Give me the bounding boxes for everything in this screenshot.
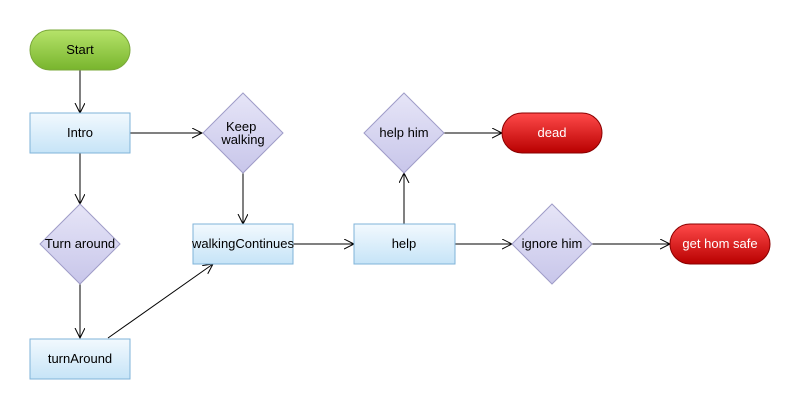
dead-terminal-shape bbox=[501, 112, 603, 154]
turn-around-decision-label: Turn around bbox=[45, 236, 115, 251]
ignore-him-decision-shape bbox=[511, 203, 593, 285]
node-get-home-safe[interactable]: get hom safe bbox=[669, 223, 771, 265]
intro-label: Intro bbox=[67, 125, 93, 140]
start-terminal-shape bbox=[29, 29, 131, 71]
turn-around-decision-shape bbox=[39, 203, 121, 285]
node-help[interactable]: help bbox=[353, 223, 456, 265]
node-walking-continues[interactable]: walkingContinues bbox=[191, 223, 294, 265]
keep-walking-label: Keep walking bbox=[220, 119, 264, 147]
node-intro[interactable]: Intro bbox=[29, 112, 131, 154]
get-home-safe-label: get hom safe bbox=[682, 236, 757, 251]
edges bbox=[80, 70, 670, 338]
keep-walking-label-line1: Keep bbox=[226, 119, 256, 134]
help-him-label: help him bbox=[379, 125, 428, 140]
walking-continues-process-shape bbox=[192, 223, 294, 265]
intro-process-shape bbox=[29, 112, 131, 154]
walking-continues-label: walkingContinues bbox=[191, 236, 294, 251]
edge-turnaround-to-walking-continues bbox=[107, 264, 213, 339]
keep-walking-decision-shape bbox=[202, 92, 284, 174]
start-label: Start bbox=[66, 42, 94, 57]
help-him-decision-shape bbox=[363, 92, 445, 174]
help-process-shape bbox=[353, 223, 456, 265]
node-ignore-him[interactable]: ignore him bbox=[511, 203, 593, 285]
keep-walking-label-line2: walking bbox=[220, 132, 264, 147]
node-turn-around-decision[interactable]: Turn around bbox=[39, 203, 121, 285]
turnaround-process-label: turnAround bbox=[48, 351, 112, 366]
node-dead[interactable]: dead bbox=[501, 112, 603, 154]
node-turnaround-process[interactable]: turnAround bbox=[29, 338, 131, 380]
node-help-him[interactable]: help him bbox=[363, 92, 445, 174]
turnaround-process-shape bbox=[29, 338, 131, 380]
node-start[interactable]: Start bbox=[29, 29, 131, 71]
help-label: help bbox=[392, 236, 417, 251]
node-keep-walking[interactable]: Keep walking bbox=[202, 92, 284, 174]
dead-label: dead bbox=[538, 125, 567, 140]
ignore-him-label: ignore him bbox=[522, 236, 583, 251]
get-home-safe-terminal-shape bbox=[669, 223, 771, 265]
